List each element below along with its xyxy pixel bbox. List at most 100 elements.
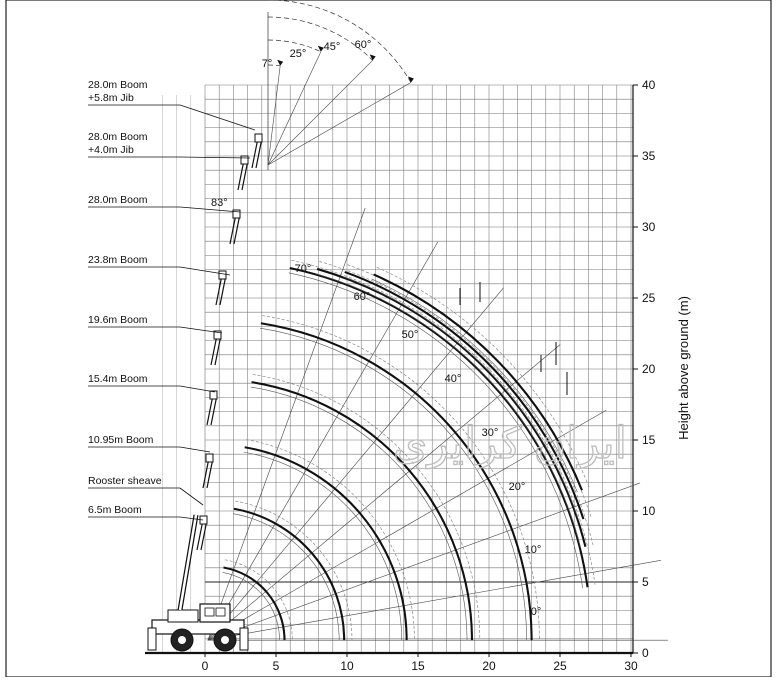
- max-angle-label: 83°: [211, 197, 228, 209]
- cab-window: [215, 607, 226, 617]
- boom-callout-label: 28.0m Boom: [88, 194, 148, 206]
- working-range-curves: [222, 259, 596, 641]
- boom-callout: 28.0m Boom+4.0m Jib: [88, 131, 251, 159]
- boom-head: [254, 133, 263, 143]
- y-tick-label: 40: [642, 78, 656, 92]
- range-curve-outer: [262, 315, 540, 641]
- boom-callout: 28.0m Boom+5.8m Jib: [88, 79, 256, 131]
- x-tick-label: 20: [482, 659, 496, 673]
- boom-callout-label: 28.0m Boom: [88, 131, 148, 143]
- grid: [145, 84, 634, 655]
- boom-callout-label: 23.8m Boom: [88, 254, 148, 266]
- y-tick-label: 30: [642, 220, 656, 234]
- boom-callout: 19.6m Boom: [88, 314, 223, 334]
- cab: [199, 603, 231, 623]
- y-tick-label: 10: [642, 504, 656, 518]
- y-tick-label: 0: [642, 646, 649, 660]
- boom-head: [240, 155, 249, 165]
- range-curve: [316, 267, 587, 548]
- boom-callout-leader: [179, 156, 251, 159]
- boom-callout-leader: [179, 516, 204, 521]
- boom-angle-ray: [207, 207, 366, 641]
- boom-angle-label: 10°: [525, 544, 542, 556]
- boom-callout-label: 10.95m Boom: [88, 434, 154, 446]
- range-curve: [344, 270, 585, 520]
- boom-section: [233, 213, 241, 245]
- y-axis-label: Height above ground (m): [676, 296, 691, 440]
- boom-callout-label: 19.6m Boom: [88, 314, 148, 326]
- range-curve-inner: [222, 572, 280, 641]
- boom-section: [219, 274, 227, 306]
- boom-section: [255, 137, 263, 169]
- jib-angle-arc: [267, 16, 373, 61]
- boom-callout-leader: [179, 206, 241, 213]
- boom-head: [205, 453, 214, 463]
- jib-arrowhead: [407, 76, 414, 83]
- y-tick-label: 15: [642, 433, 656, 447]
- boom-section: [200, 519, 208, 551]
- range-curve: [223, 566, 286, 641]
- range-curve-inner: [232, 513, 340, 641]
- boom-callout-label: 6.5m Boom: [88, 504, 142, 516]
- range-curve: [289, 266, 589, 588]
- boom-angle-label: 40°: [445, 373, 462, 385]
- boom-base-inner: [178, 514, 198, 611]
- crane-illustration: 83°: [147, 133, 263, 652]
- boom-section: [206, 457, 214, 489]
- jib-angle-label: 25°: [290, 48, 307, 60]
- range-curve-inner: [250, 386, 468, 641]
- boom-callout: Rooster sheave: [88, 475, 204, 506]
- boom-section: [215, 274, 223, 306]
- jib-angle-arc: [267, 39, 321, 53]
- jib-angle-label: 60°: [355, 39, 372, 51]
- boom-head: [213, 330, 222, 340]
- boom-callout-leader: [179, 385, 216, 393]
- jib-arrowhead: [277, 59, 284, 66]
- range-curve-outer: [319, 261, 594, 545]
- boom-head: [209, 390, 218, 400]
- x-tick-label: 5: [273, 659, 280, 673]
- boom-callout-label: 15.4m Boom: [88, 373, 148, 385]
- boom-angle-label: 0°: [531, 606, 542, 618]
- boom-section: [251, 137, 259, 169]
- x-tick-label: 0: [202, 659, 209, 673]
- range-curve-outer: [252, 374, 481, 641]
- boom-callout-leader: [179, 326, 223, 334]
- boom-section: [206, 394, 214, 426]
- boom-angle-label: 50°: [402, 329, 419, 341]
- range-curve-inner: [315, 273, 581, 549]
- boom-callout-leader: [179, 446, 211, 453]
- boom-angle-label: 30°: [482, 427, 499, 439]
- boom-callout: 6.5m Boom: [88, 504, 204, 521]
- x-tick-label: 15: [411, 659, 425, 673]
- watermark: ایران کرایری: [393, 419, 627, 469]
- jib-angle-ray: [267, 60, 373, 166]
- range-curve-outer: [224, 559, 293, 641]
- range-curve: [251, 381, 474, 641]
- boom-callout-label: 28.0m Boom: [88, 79, 148, 91]
- wheel-hub: [221, 636, 229, 644]
- boom-section: [210, 394, 218, 426]
- boom-head: [232, 209, 241, 219]
- boom-callout: 23.8m Boom: [88, 254, 231, 276]
- range-curve-outer: [235, 500, 353, 641]
- y-tick-label: 35: [642, 149, 656, 163]
- boom-callout: 15.4m Boom: [88, 373, 216, 393]
- boom-callout-leader: [179, 487, 204, 506]
- x-tick-label: 30: [624, 659, 638, 673]
- boom-section: [229, 213, 237, 245]
- range-curve: [244, 446, 408, 641]
- jib-angle-ray: [267, 65, 281, 166]
- range-curve-inner: [243, 451, 402, 641]
- jib-arrowhead: [369, 54, 376, 61]
- boom-callout: 10.95m Boom: [88, 434, 211, 453]
- boom-callout-label: Rooster sheave: [88, 475, 162, 487]
- boom-section: [202, 457, 210, 489]
- boom-section: [241, 159, 249, 191]
- x-tick-label: 25: [553, 659, 567, 673]
- boom-callout-leader: [179, 104, 256, 131]
- turntable: [167, 609, 199, 623]
